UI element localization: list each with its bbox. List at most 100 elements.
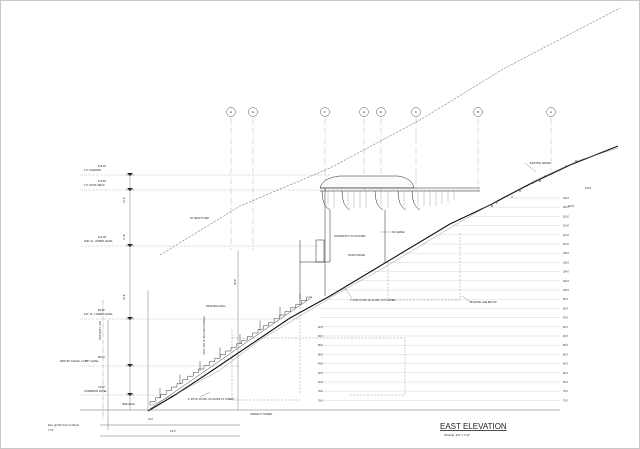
slope-street-note: 6" Ø PVC W/ MIN. 2% SLOPE TO STREET bbox=[188, 398, 235, 401]
elevation-grid-label: 78.0' bbox=[563, 391, 568, 393]
svg-text:D: D bbox=[380, 110, 383, 114]
finish-grade-note: FINISH GRADE bbox=[348, 254, 365, 257]
level-elev-lower: 89.25' bbox=[98, 308, 105, 312]
leader-lines bbox=[199, 162, 537, 398]
elevation-grid-labels: 120.0'118.0'116.0'114.0'112.0'110.0'108.… bbox=[318, 198, 570, 402]
dim-bottom-b: 24'-0" bbox=[170, 430, 176, 433]
elevation-grid-label: 88.0' bbox=[563, 345, 568, 347]
below-grade-outline bbox=[231, 232, 461, 401]
dim-right-a: 122.0' bbox=[585, 187, 592, 190]
grade-hatch bbox=[491, 160, 577, 207]
roof-structure bbox=[319, 175, 480, 296]
level-name-upper: 2ND. FL. UPPER LEVEL bbox=[84, 239, 113, 243]
elevation-grid-label: 90.0' bbox=[563, 336, 568, 338]
elevation-grid-label: 118.0' bbox=[563, 207, 570, 209]
level-elev-parapet: 118.25' bbox=[98, 164, 107, 168]
existing-grade-line bbox=[149, 147, 619, 407]
drawing-title-block: EAST ELEVATION SCALE: 1/4" = 1'-0" bbox=[440, 422, 507, 437]
side-walk-note: SIDE WALK bbox=[122, 403, 135, 406]
elevation-grid-label-inner: 82.0' bbox=[318, 373, 323, 375]
dim-top: 12'-0" bbox=[123, 197, 126, 203]
grid-bubble-e: E bbox=[359, 107, 369, 117]
level-name-roof: T.O. ROOF DECK bbox=[84, 183, 105, 187]
low-point-note: Elev. @ Min Point of Street bbox=[48, 423, 79, 427]
level-elev-corridor: 72.50' bbox=[98, 385, 105, 389]
level-lines bbox=[80, 174, 480, 396]
elevation-grid-label: 106.0' bbox=[563, 262, 570, 264]
annotations: DOWNSPOUT TO PLANTER SD GRADE FINISH GRA… bbox=[48, 162, 551, 432]
svg-text:B: B bbox=[477, 110, 479, 114]
grid-bubble-c: C bbox=[411, 107, 421, 117]
low-point-value: 77.0' bbox=[48, 428, 54, 432]
dim-stair: 36'-0" bbox=[234, 279, 237, 285]
grid-bubble-f: F bbox=[320, 107, 330, 117]
sd-grade-note: SD GRADE bbox=[392, 231, 405, 234]
finish-grade-line bbox=[147, 145, 619, 412]
elevation-grid-label: 114.0' bbox=[563, 226, 570, 228]
height-limit-label: 30' HEIGHT LIMIT bbox=[190, 217, 210, 220]
level-name-corridor: CORRIDOR LEVEL bbox=[84, 389, 107, 393]
elevation-grid-label: 102.0' bbox=[563, 281, 570, 283]
elevation-grid-label-inner: 90.0' bbox=[318, 336, 323, 338]
elevation-grid-label: 104.0' bbox=[563, 272, 570, 274]
roof-barrel bbox=[319, 175, 415, 189]
dim-bottom-a: 16.0' bbox=[148, 418, 154, 421]
dimension-labels: 12'-0" 11'-6" 15'-6" 36'-0" 16.0' 24'-0"… bbox=[123, 187, 592, 433]
elevation-grid-label: 94.0' bbox=[563, 318, 568, 320]
building-line-note: BUILDING LINE BELOW bbox=[470, 301, 497, 304]
roof-ribs bbox=[327, 191, 455, 208]
elevation-grid-label: 76.0' bbox=[563, 400, 568, 402]
grid-bubble-h: H bbox=[226, 107, 236, 117]
property-line-label: PROPERTY LINE bbox=[99, 321, 102, 340]
dim-right-b: 118.0' bbox=[568, 205, 575, 208]
elevation-grid-label-inner: 88.0' bbox=[318, 345, 323, 347]
elevation-grid-label-inner: 86.0' bbox=[318, 354, 323, 356]
elevation-grid-label-inner: 76.0' bbox=[318, 400, 323, 402]
elevation-grid-label: 108.0' bbox=[563, 253, 570, 255]
svg-text:A: A bbox=[550, 110, 552, 114]
dimension-strings bbox=[107, 174, 239, 430]
svg-text:H: H bbox=[230, 110, 232, 114]
elevation-grid-label: 110.0' bbox=[563, 244, 570, 246]
wall-note: RETAINING WALL bbox=[206, 305, 227, 308]
existing-grade-note: EXISTING GRADE bbox=[530, 162, 551, 165]
level-name-lobby: PANTRY & ELEV. LOBBY LEVEL bbox=[60, 359, 99, 363]
svg-text:F: F bbox=[324, 110, 326, 114]
limit-of-grading-label: LIMIT LINE OF BUILDING DAMAGE bbox=[203, 316, 206, 355]
grid-bubble-b: B bbox=[473, 107, 483, 117]
level-name-lower: 1ST. FL. LOWER LEVEL bbox=[84, 312, 113, 316]
elevation-grid-label: 112.0' bbox=[563, 235, 570, 237]
elevation-grid-label: 96.0' bbox=[563, 308, 568, 310]
dim-mid: 15'-6" bbox=[123, 294, 126, 300]
base-lines bbox=[80, 409, 560, 437]
elevation-grid-label: 86.0' bbox=[563, 354, 568, 356]
elevation-grid-label: 84.0' bbox=[563, 364, 568, 366]
elevation-grid-label: 92.0' bbox=[563, 327, 568, 329]
svg-text:C: C bbox=[415, 110, 418, 114]
slope-planter-note: 6' STEP AT MIN 2% SLOPE TO PLANTER bbox=[350, 299, 396, 302]
grid-bubble-a: A bbox=[546, 107, 556, 117]
level-elev-upper: 101.00' bbox=[98, 235, 107, 239]
drawing-scale: SCALE: 1/4" = 1'-0" bbox=[444, 433, 470, 437]
drawing-title: EAST ELEVATION bbox=[440, 422, 507, 431]
elevation-grid-label: 82.0' bbox=[563, 373, 568, 375]
elevation-grid-label: 80.0' bbox=[563, 382, 568, 384]
dim-upper: 11'-6" bbox=[123, 234, 126, 240]
downspout-note: DOWNSPOUT TO PLANTER bbox=[334, 235, 366, 238]
stair-stringer bbox=[149, 296, 313, 410]
elevation-grid-label-inner: 78.0' bbox=[318, 391, 323, 393]
svg-text:G: G bbox=[252, 110, 255, 114]
elevation-grid-label: 98.0' bbox=[563, 299, 568, 301]
building-wall bbox=[299, 239, 330, 300]
elevation-grid-label-inner: 80.0' bbox=[318, 382, 323, 384]
level-elev-lobby: 80.00' bbox=[98, 355, 105, 359]
svg-text:E: E bbox=[363, 110, 365, 114]
elevation-grid-label: 120.0' bbox=[563, 198, 570, 200]
elevation-grid-label-inner: 84.0' bbox=[318, 364, 323, 366]
grid-bubbles: H G F E D C B A bbox=[226, 107, 556, 117]
height-limit-line bbox=[159, 7, 621, 256]
level-name-parapet: T.O. PARAPET bbox=[84, 168, 102, 172]
elevation-grid-label: 100.0' bbox=[563, 290, 570, 292]
stair-steps bbox=[149, 293, 313, 410]
